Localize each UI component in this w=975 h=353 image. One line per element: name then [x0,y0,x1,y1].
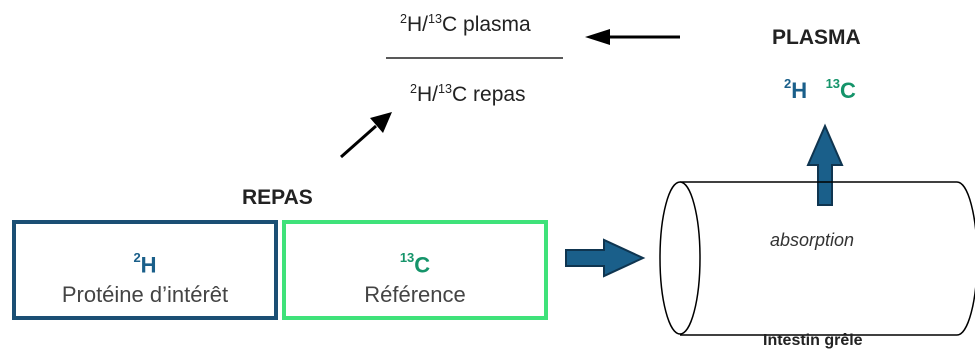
ratio-den-sup-h: 2 [410,82,418,96]
protein-sup: 2 [133,250,141,265]
plasma-carbon13-label: 13C [825,76,856,104]
plasma-c-sup: 13 [825,76,841,91]
plasma-h-sym: H [791,78,808,104]
absorption-label: absorption [770,230,855,250]
intestine-cylinder [659,181,975,336]
plasma-title: PLASMA [772,26,861,49]
ratio-num-sup-h: 2 [400,12,408,26]
reference-box: 13C Référence [282,220,548,320]
ratio-num-base-c: C plasma [442,13,531,36]
protein-isotope-label: 2H [16,250,274,278]
meal-to-intestine-arrow [565,238,646,278]
ratio-denominator: 2H/13C repas [410,82,526,107]
ratio-den-base-h: H/ [417,83,439,106]
protein-sym: H [140,252,157,278]
ratio-den-base-c: C repas [452,83,526,106]
repas-title: REPAS [242,186,313,209]
plasma-deuterium-label: 2H [784,76,808,104]
ratio-num-sup-c: 13 [428,12,443,26]
protein-label: Protéine d’intérêt [61,282,229,308]
plasma-to-ratio-arrow [585,29,680,45]
plasma-c-sym: C [840,78,856,104]
reference-sup: 13 [399,250,415,265]
plasma-isotopes: 2H 13C [784,76,856,104]
reference-sym: C [414,252,431,278]
ratio-den-sup-c: 13 [438,82,453,96]
intestine-label: Intestin grêle [763,332,863,349]
ratio-num-base-h: H/ [407,13,429,36]
reference-isotope-label: 13C [286,250,544,278]
absorption-up-arrow [806,123,844,206]
repas-to-ratio-arrow [340,112,392,159]
reference-label: Référence [364,282,466,308]
plasma-h-sup: 2 [784,76,792,91]
ratio-numerator: 2H/13C plasma [400,12,531,37]
protein-box: 2H Protéine d’intérêt [12,220,278,320]
